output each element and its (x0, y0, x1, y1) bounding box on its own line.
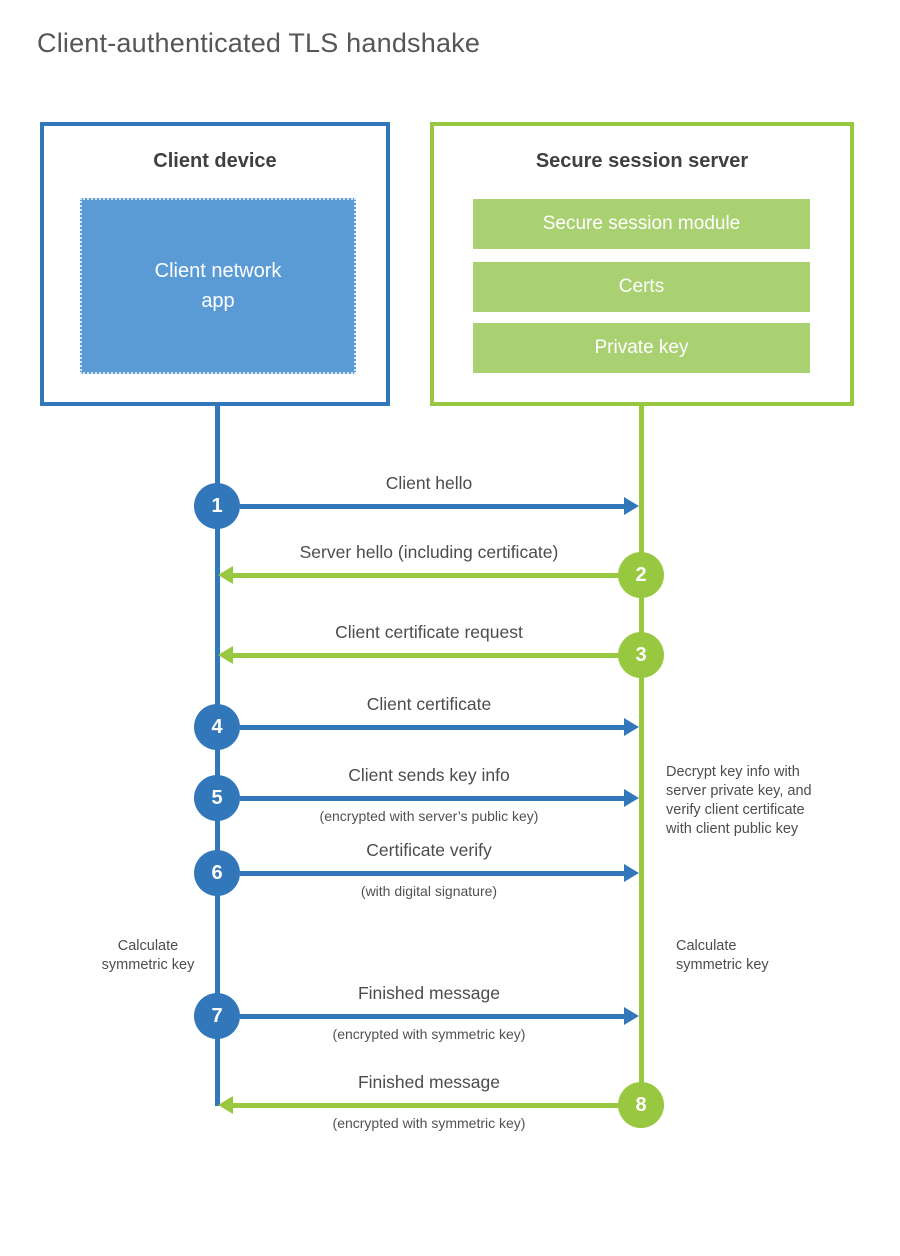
message-label: Server hello (including certificate) (299, 542, 559, 562)
arrowhead-right-icon (624, 789, 639, 807)
arrow-line (240, 725, 624, 730)
arrow-line (240, 871, 624, 876)
arrow-line (240, 1014, 624, 1019)
message-label: Finished message (357, 983, 501, 1003)
secure-session-server-box: Secure session server Secure session mod… (430, 122, 854, 406)
server-module-label: Private key (594, 337, 689, 358)
arrow-line (233, 573, 618, 578)
step-circle-3: 3 (618, 632, 664, 678)
step-circle-2: 2 (618, 552, 664, 598)
arrowhead-right-icon (624, 497, 639, 515)
message-sublabel: (encrypted with symmetric key) (332, 1115, 526, 1131)
arrow-line (240, 504, 624, 509)
secure-session-server-title: Secure session server (535, 150, 749, 172)
arrowhead-left-icon (218, 1096, 233, 1114)
note-calculate-symmetric-key-server: Calculate symmetric key (676, 938, 769, 973)
arrowhead-right-icon (624, 864, 639, 882)
step-circle-1: 1 (194, 483, 240, 529)
step-circle-8: 8 (618, 1082, 664, 1128)
message-label: Client certificate request (335, 622, 523, 642)
note-decrypt-key-info: Decrypt key info with server private key… (666, 764, 812, 837)
message-sublabel: (encrypted with symmetric key) (332, 1026, 526, 1042)
client-network-app-box: Client network app (80, 198, 356, 374)
arrow-line (233, 1103, 618, 1108)
client-device-box: Client device Client network app (40, 122, 390, 406)
message-label: Client sends key info (348, 765, 510, 785)
step-circle-6: 6 (194, 850, 240, 896)
client-lifeline (215, 406, 220, 1106)
server-module-label: Certs (618, 276, 665, 297)
server-module-secure-session: Secure session module (473, 199, 810, 249)
message-label: Client hello (385, 473, 473, 493)
message-sublabel: (encrypted with server’s public key) (319, 808, 539, 824)
message-label: Certificate verify (366, 840, 492, 860)
message-sublabel: (with digital signature) (360, 883, 498, 899)
arrowhead-left-icon (218, 646, 233, 664)
arrow-line (240, 796, 624, 801)
step-circle-7: 7 (194, 993, 240, 1039)
server-module-private-key: Private key (473, 323, 810, 373)
arrowhead-right-icon (624, 718, 639, 736)
note-calculate-symmetric-key-client: Calculate symmetric key (101, 938, 195, 973)
step-circle-5: 5 (194, 775, 240, 821)
server-lifeline (639, 406, 644, 1128)
message-label: Client certificate (366, 694, 492, 714)
message-label: Finished message (357, 1072, 501, 1092)
arrow-line (233, 653, 618, 658)
step-circle-4: 4 (194, 704, 240, 750)
page-title: Client-authenticated TLS handshake (37, 28, 481, 58)
arrowhead-right-icon (624, 1007, 639, 1025)
server-module-label: Secure session module (542, 213, 741, 234)
client-device-title: Client device (153, 150, 277, 172)
client-network-app-label: Client network app (154, 260, 282, 312)
arrowhead-left-icon (218, 566, 233, 584)
server-module-certs: Certs (473, 262, 810, 312)
